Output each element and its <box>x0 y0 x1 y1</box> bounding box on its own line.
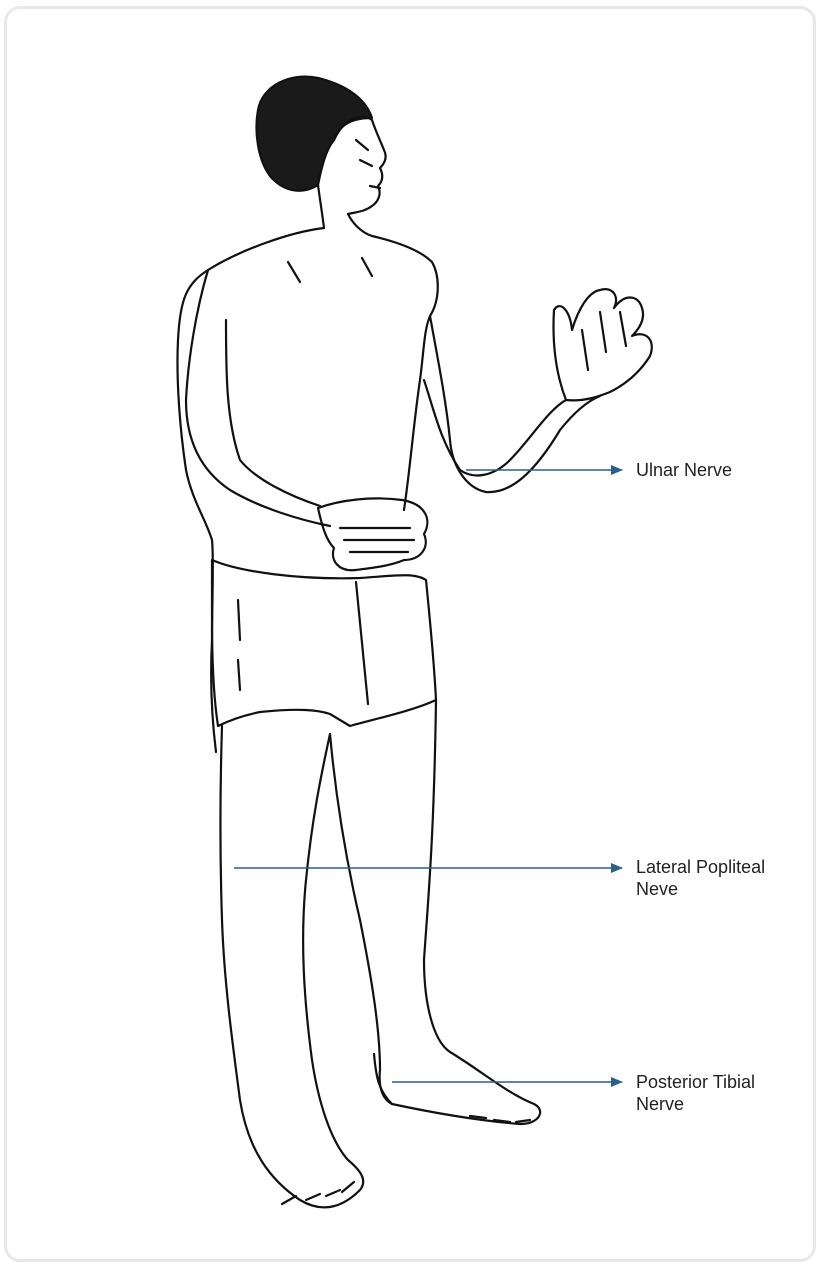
ulnar-nerve-label: Ulnar Nerve <box>636 459 732 481</box>
right-arm <box>430 316 600 492</box>
lateral-popliteal-nerve-label: Lateral Popliteal Neve <box>636 856 765 900</box>
right-hand <box>554 289 652 400</box>
face <box>334 117 386 214</box>
hair <box>257 77 373 191</box>
left-hand <box>318 498 427 570</box>
right-leg <box>330 700 540 1124</box>
callout-arrows <box>234 470 622 1082</box>
left-arm <box>186 270 330 526</box>
left-leg <box>221 726 364 1207</box>
shorts <box>212 560 436 726</box>
posterior-tibial-nerve-label: Posterior Tibial Nerve <box>636 1071 755 1115</box>
